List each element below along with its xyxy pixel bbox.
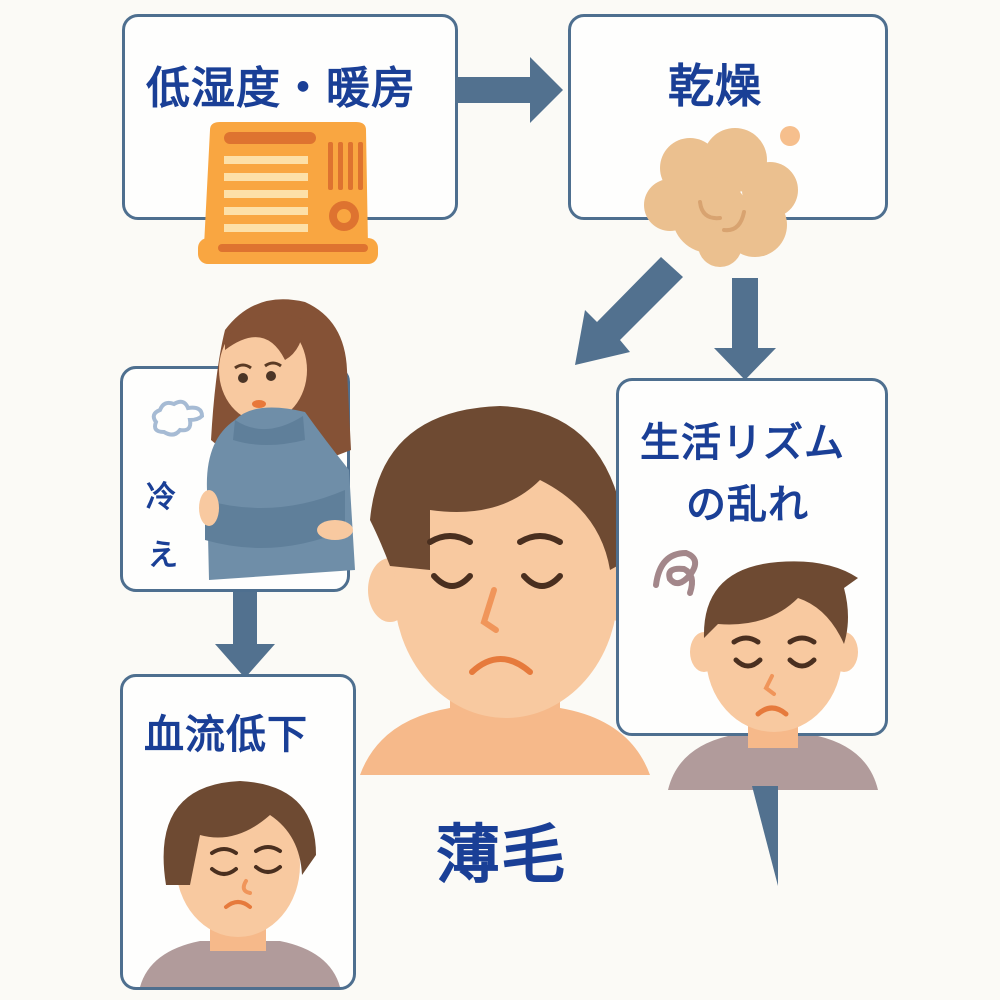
sad-man-icon [360, 406, 650, 775]
node-label-dryness: 乾燥 [668, 59, 762, 113]
arrow-coldness-to-circulation [215, 592, 275, 678]
dry-cloud-icon [644, 126, 800, 267]
center-title-thinning-hair: 薄毛 [436, 819, 566, 893]
confusion-scribble-icon [653, 549, 699, 596]
arrow-dryness-to-lifestyle [714, 278, 776, 380]
arrow-lifestyle-to-circulation [752, 786, 778, 886]
tired-boy-icon [668, 561, 878, 790]
cold-woman-icon [199, 299, 355, 580]
sad-person-icon [140, 781, 340, 987]
node-label-low-humidity-heating: 低湿度・暖房 [146, 63, 416, 114]
cold-breath-icon [151, 399, 205, 437]
arrow-dryness-to-thinning [575, 257, 683, 365]
arrow-heating-to-dryness [455, 57, 563, 123]
node-label-circulation: 血流低下 [144, 712, 308, 758]
node-label-coldness-2: え [148, 538, 179, 573]
node-label-coldness-1: 冷 [146, 480, 177, 515]
heater-icon [198, 122, 378, 264]
node-label-lifestyle-2: の乱れ [686, 482, 809, 528]
node-label-lifestyle-1: 生活リズム [640, 420, 845, 466]
